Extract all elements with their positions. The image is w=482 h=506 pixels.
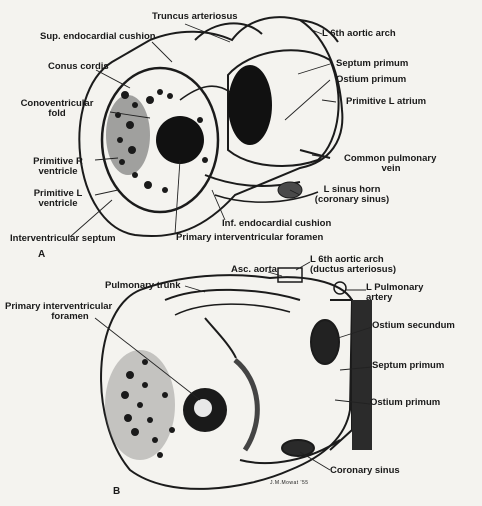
label-l-6th-aortic-arch-b-2: (ductus arteriosus) [310,265,396,275]
label-truncus-arteriosus: Truncus arteriosus [152,12,238,22]
label-l-pulmonary-artery-2: artery [366,293,392,303]
label-septum-primum-b: Septum primum [372,361,444,371]
label-primary-interventricular-foramen-a: Primary interventricular foramen [176,233,323,243]
label-primitive-l-ventricle-2: ventricle [18,199,98,209]
label-l-sinus-horn-2: (coronary sinus) [292,195,412,205]
label-pulmonary-trunk: Pulmonary trunk [105,281,181,291]
label-conoventricular-fold-2: fold [2,109,112,119]
label-ostium-primum-b: Ostium primum [370,398,440,408]
artist-signature: J.M.Mowat '55 [270,478,309,488]
panel-a-letter: A [38,250,45,260]
label-septum-primum-a: Septum primum [336,59,408,69]
label-ostium-secundum: Ostium secundum [372,321,455,331]
panel-a-dark-regions [106,65,272,193]
label-primary-interventricular-foramen-b-2: foramen [5,312,135,322]
label-asc-aorta: Asc. aorta [231,265,277,275]
label-sup-endocardial-cushion: Sup. endocardial cushion [40,32,156,42]
label-common-pulmonary-vein-2: vein [344,164,438,174]
label-primitive-r-ventricle-2: ventricle [18,167,98,177]
label-ostium-primum-a: Ostium primum [336,75,406,85]
label-conus-cordis: Conus cordis [48,62,109,72]
label-interventricular-septum: Interventricular septum [10,234,116,244]
label-coronary-sinus: Coronary sinus [330,466,400,476]
panel-b-letter: B [113,487,120,497]
label-l-6th-aortic-arch: L 6th aortic arch [322,29,396,39]
label-inf-endocardial-cushion: Inf. endocardial cushion [222,219,331,229]
label-primitive-l-atrium: Primitive L atrium [346,97,426,107]
